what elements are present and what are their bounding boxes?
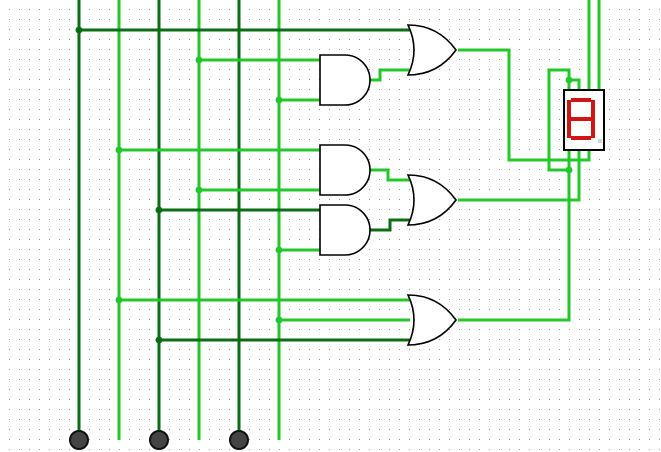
and-gate-1 [319,54,371,106]
junctions [75,26,573,344]
segment-d [571,136,591,140]
junction-dot [275,246,283,254]
junction-dot [75,26,83,34]
wire-on [368,68,410,82]
segment-b [591,100,595,120]
wire-on [458,48,591,162]
junction-dot [565,76,573,84]
wires [77,0,601,440]
segment-f [567,100,571,120]
junction-dot [565,166,573,174]
or-gate-1 [406,24,457,76]
junction-dot [115,296,123,304]
input-pin-3[interactable] [229,430,249,450]
segment-e [567,120,571,138]
seven-segment-display[interactable] [563,89,605,151]
junction-dot [195,56,203,64]
wire-off [368,218,410,232]
wire-on [368,168,410,182]
input-pin-2[interactable] [149,430,169,450]
wire-on [458,150,571,322]
junction-dot [275,96,283,104]
wire-on [458,150,581,202]
junction-dot [195,186,203,194]
junction-dot [115,146,123,154]
decimal-point [598,139,602,143]
gates [319,24,457,346]
junction-dot [275,316,283,324]
and-gate-2 [319,144,371,196]
or-gate-3 [406,294,457,346]
or-gate-2 [406,174,457,226]
segment-c [591,120,595,138]
junction-dot [155,336,163,344]
input-pin-1[interactable] [69,430,89,450]
segment-g [571,117,591,121]
junction-dot [155,206,163,214]
segment-a [571,98,591,102]
and-gate-3 [319,204,371,256]
input-pins [69,430,249,450]
